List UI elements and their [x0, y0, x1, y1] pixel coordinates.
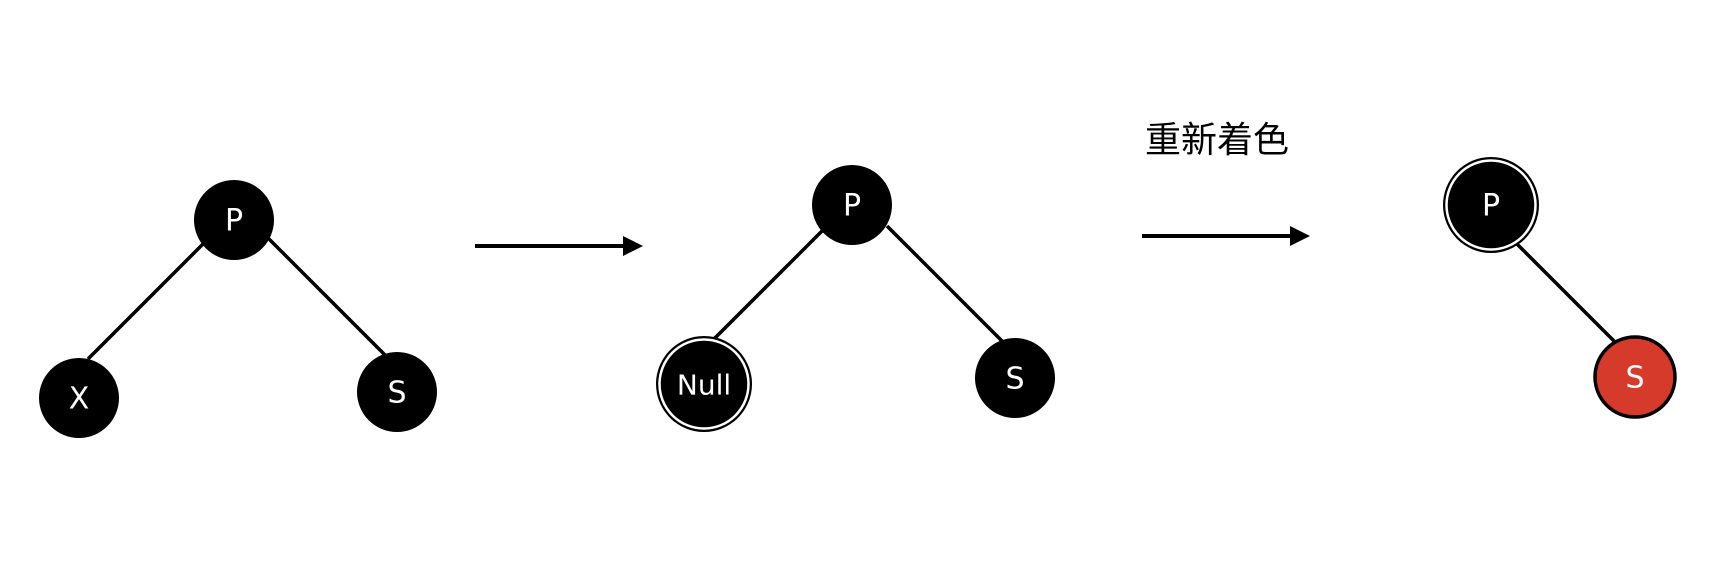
stage-1-parent-node: P — [194, 180, 274, 260]
stage-2-right-node: S — [975, 338, 1055, 418]
stage-3-parent-double-black-node: P — [1443, 157, 1539, 253]
stage-1-parent-label: P — [225, 204, 243, 239]
transition-arrow-2: 重新着色 — [1142, 120, 1310, 246]
stage-1-left-label: X — [69, 382, 90, 417]
stage-3-right-red-node: S — [1593, 335, 1677, 419]
stage-2-parent-node: P — [812, 165, 892, 245]
arrow-head-icon — [1290, 226, 1310, 246]
stage-2-right-label: S — [1005, 362, 1024, 397]
stage-1-right-node: S — [357, 352, 437, 432]
edge-p-to-null — [709, 229, 824, 344]
stage-2-left-double-black-node: Null — [656, 336, 752, 432]
edge-p-to-s — [885, 224, 1005, 344]
stage-3-right-label: S — [1625, 361, 1644, 396]
recolor-caption: 重新着色 — [1145, 120, 1289, 161]
stage-2-left-label: Null — [677, 369, 731, 402]
stage-2-parent-label: P — [843, 189, 861, 224]
stage-3-parent-label: P — [1482, 189, 1500, 224]
stage-2-tree: P Null S — [656, 165, 1055, 432]
stage-1-right-label: S — [387, 376, 406, 411]
stage-1-left-node: X — [39, 358, 119, 438]
stage-1-tree: P X S — [39, 180, 437, 438]
edge-p-to-s — [1514, 241, 1618, 345]
stage-3-tree: P S — [1443, 157, 1677, 419]
transition-arrow-1 — [475, 236, 643, 256]
edge-p-to-s — [266, 236, 387, 357]
edge-p-to-x — [86, 242, 205, 361]
arrow-head-icon — [623, 236, 643, 256]
